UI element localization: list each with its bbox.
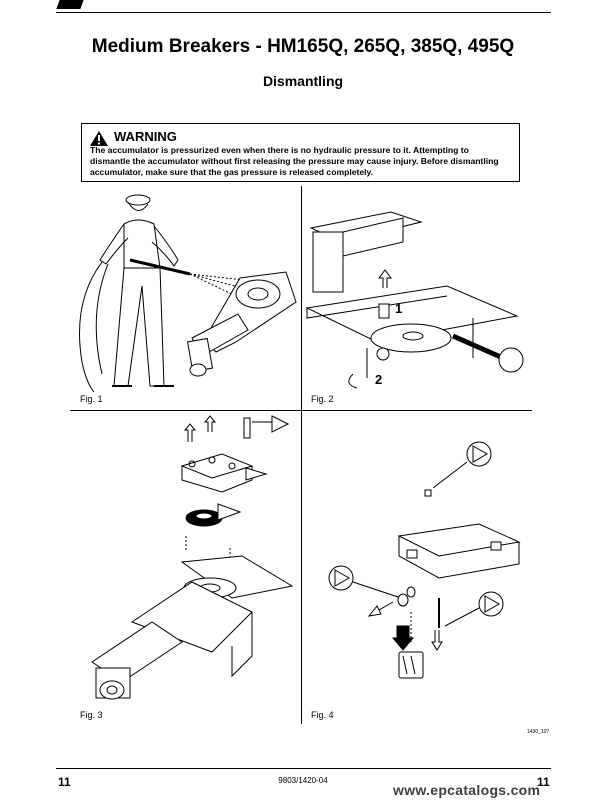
footer-rule [56,768,551,769]
page-number-right: 11 [537,775,550,789]
callout-1: 1 [395,301,402,316]
watermark: www.epcatalogs.com [393,782,541,798]
document-code: 9803/1420-04 [278,776,328,785]
warning-triangle-icon [90,131,108,146]
warning-box: WARNING The accumulator is pressurized e… [81,123,520,182]
figure-4-label: Fig. 4 [311,710,334,720]
image-reference-code: 1430_107 [527,729,550,735]
figure-2-illustration: 1 2 Fig. 2 [305,211,524,404]
warning-text: The accumulator is pressurized even when… [90,145,499,177]
callout-2: 2 [375,372,382,387]
figure-3-label: Fig. 3 [80,710,103,720]
warning-heading: WARNING [114,129,177,144]
figure-2-label: Fig. 2 [311,394,334,404]
figure-3-illustration: Fig. 3 [80,415,294,720]
header-rule [56,12,551,13]
figure-1-label: Fig. 1 [80,394,103,404]
figure-grid-horizontal-divider [70,410,532,411]
page-title: Medium Breakers - HM165Q, 265Q, 385Q, 49… [91,36,515,57]
figure-1-illustration: Fig. 1 [79,194,297,404]
figure-4-illustration: Fig. 4 [311,441,521,720]
brand-logo [56,0,84,9]
section-subtitle: Dismantling [262,73,344,89]
figure-grid-vertical-divider [301,186,302,724]
page-number-left: 11 [58,775,71,789]
